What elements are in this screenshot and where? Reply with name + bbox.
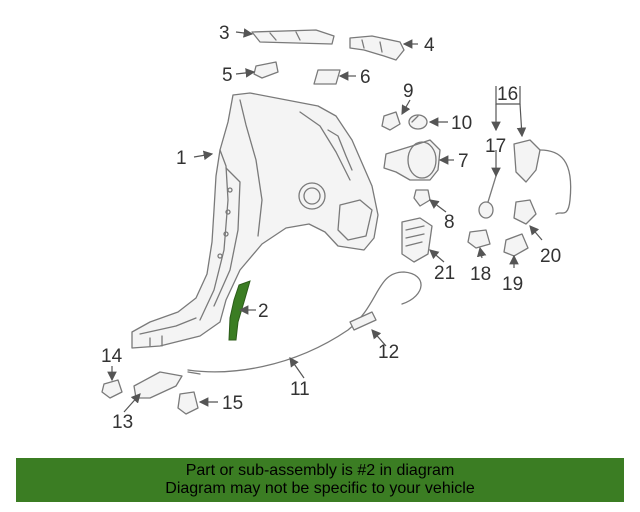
label-21: 21 [434, 263, 455, 284]
housing-part-16[interactable] [513, 139, 572, 215]
label-20: 20 [540, 246, 561, 267]
cable-sleeve-part-12[interactable] [349, 311, 377, 331]
motor-part-19[interactable] [503, 233, 529, 257]
banner-line-2: Diagram may not be specific to your vehi… [165, 480, 475, 497]
parts-diagram-svg: 3 4 5 6 1 2 9 10 7 8 11 12 13 14 15 16 1… [101, 23, 572, 433]
label-2: 2 [258, 301, 269, 322]
label-1: 1 [176, 148, 187, 169]
quarter-panel-part-1[interactable] [131, 92, 379, 349]
label-6: 6 [360, 67, 371, 88]
bracket-part-3[interactable] [251, 29, 335, 45]
label-12: 12 [378, 342, 399, 363]
cable-part-17[interactable] [478, 175, 497, 219]
label-16: 16 [497, 84, 518, 105]
housing-part-21[interactable] [401, 217, 433, 263]
label-5: 5 [222, 65, 233, 86]
label-3: 3 [219, 23, 230, 44]
actuator-part-18[interactable] [467, 229, 491, 249]
label-19: 19 [502, 274, 523, 295]
label-18: 18 [470, 264, 491, 285]
patch-part-5[interactable] [253, 61, 279, 79]
label-14: 14 [101, 346, 123, 367]
parts-diagram: 3 4 5 6 1 2 9 10 7 8 11 12 13 14 15 16 1… [101, 23, 572, 433]
clip-part-14[interactable] [101, 379, 123, 399]
fuel-door-part-7[interactable] [383, 139, 441, 181]
label-4: 4 [424, 35, 435, 56]
label-7: 7 [458, 151, 469, 172]
bracket-part-15[interactable] [177, 391, 199, 415]
bumper-part-9[interactable] [381, 111, 401, 131]
info-banner: Part or sub-assembly is #2 in diagram Di… [16, 458, 624, 502]
clip-part-8[interactable] [413, 189, 431, 207]
grommet-part-10[interactable] [408, 114, 428, 130]
label-15: 15 [222, 393, 243, 414]
label-10: 10 [451, 113, 472, 134]
label-11: 11 [290, 379, 310, 400]
lock-part-20[interactable] [513, 199, 537, 225]
release-cable-part-11[interactable] [187, 271, 422, 375]
leader-lines [107, 28, 543, 413]
latch-part-13[interactable] [133, 371, 183, 399]
label-17: 17 [485, 136, 506, 157]
bracket-part-4[interactable] [349, 35, 405, 61]
banner-line-1: Part or sub-assembly is #2 in diagram [185, 462, 455, 479]
pad-part-6[interactable] [313, 69, 341, 85]
label-13: 13 [112, 412, 133, 433]
label-9: 9 [403, 81, 414, 102]
label-8: 8 [444, 212, 455, 233]
